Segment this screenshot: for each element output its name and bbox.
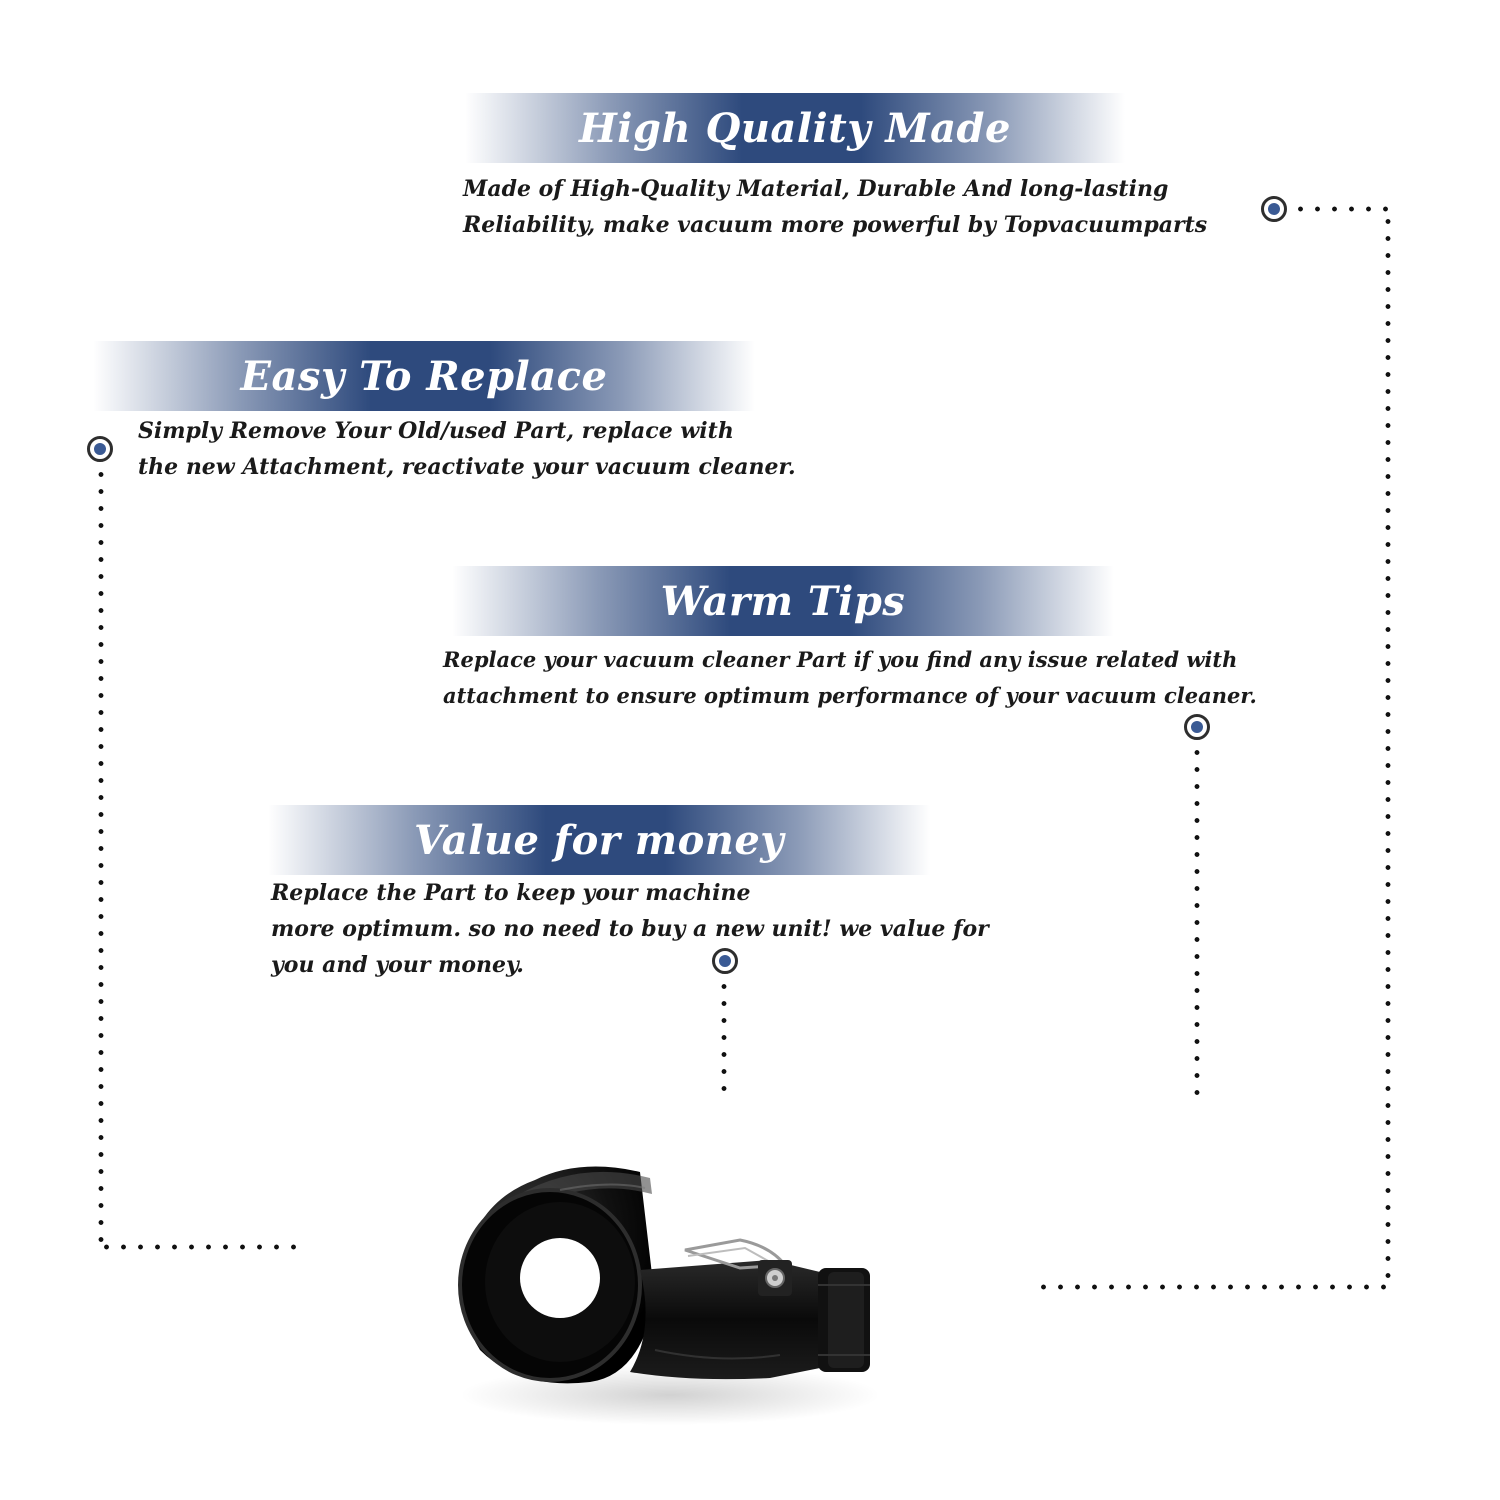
dotted-connector (1292, 206, 1390, 212)
banner-high-quality: High Quality Made (465, 93, 1125, 163)
description-line: Made of High-Quality Material, Durable A… (463, 176, 1169, 202)
description-line: Replace your vacuum cleaner Part if you … (443, 647, 1238, 672)
description-line: Simply Remove Your Old/used Part, replac… (138, 418, 734, 444)
connector-marker-easy-to-replace (87, 436, 113, 462)
feature-title: Value for money (413, 816, 785, 864)
dotted-connector (721, 978, 727, 1094)
feature-description-value-for-money: Replace the Part to keep your machine mo… (271, 875, 989, 983)
feature-title: Warm Tips (660, 577, 906, 625)
dotted-connector (98, 1244, 300, 1250)
dotted-connector (1035, 1284, 1391, 1290)
description-line: you and your money. (271, 952, 524, 978)
connector-marker-value-for-money (712, 948, 738, 974)
banner-value-for-money: Value for money (268, 805, 930, 875)
dotted-connector (1194, 744, 1200, 1106)
description-line: Reliability, make vacuum more powerful b… (463, 212, 1208, 238)
feature-title: High Quality Made (579, 104, 1011, 152)
description-line: more optimum. so no need to buy a new un… (271, 916, 989, 942)
banner-easy-to-replace: Easy To Replace (93, 341, 755, 411)
feature-description-high-quality: Made of High-Quality Material, Durable A… (463, 171, 1207, 243)
feature-description-warm-tips: Replace your vacuum cleaner Part if you … (443, 642, 1257, 714)
dotted-connector (1385, 213, 1391, 1289)
description-line: attachment to ensure optimum performance… (443, 683, 1257, 708)
dotted-connector (98, 466, 104, 1248)
connector-marker-warm-tips (1184, 714, 1210, 740)
description-line: the new Attachment, reactivate your vacu… (138, 454, 796, 480)
vacuum-attachment-icon (458, 1166, 880, 1425)
feature-description-easy-to-replace: Simply Remove Your Old/used Part, replac… (138, 413, 796, 485)
connector-marker-high-quality (1261, 196, 1287, 222)
banner-warm-tips: Warm Tips (452, 566, 1114, 636)
feature-title: Easy To Replace (240, 352, 608, 400)
description-line: Replace the Part to keep your machine (271, 880, 751, 906)
